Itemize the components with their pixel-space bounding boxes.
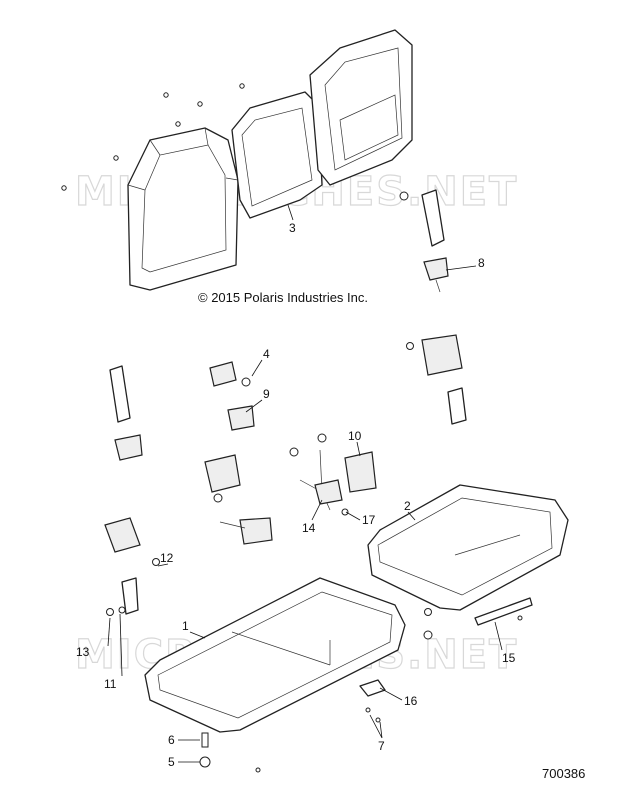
buckle-anchor-4 bbox=[209, 361, 251, 387]
mounting-bracket-16 bbox=[359, 679, 386, 697]
callout-7: 7 bbox=[378, 739, 385, 753]
hardware-5-6-7 bbox=[199, 608, 523, 773]
seat-cushion-left bbox=[144, 577, 406, 733]
leader-lines bbox=[107, 204, 503, 763]
callout-11: 11 bbox=[104, 677, 117, 691]
callout-6: 6 bbox=[168, 733, 175, 747]
callout-2: 2 bbox=[404, 499, 411, 513]
callout-3: 3 bbox=[289, 221, 296, 235]
copyright-notice: © 2015 Polaris Industries Inc. bbox=[198, 290, 368, 305]
callout-10: 10 bbox=[348, 429, 362, 443]
buckle-9 bbox=[227, 405, 255, 431]
callout-5: 5 bbox=[168, 755, 175, 769]
anchor-bracket-left bbox=[106, 558, 160, 616]
buckle-harness bbox=[289, 433, 377, 516]
seat-back-assembly bbox=[61, 29, 413, 291]
callout-4: 4 bbox=[263, 347, 270, 361]
callout-9: 9 bbox=[263, 387, 270, 401]
callout-13: 13 bbox=[76, 645, 90, 659]
mounting-bracket-15 bbox=[474, 597, 533, 626]
seat-belt-latch-upper bbox=[399, 189, 449, 293]
callout-16: 16 bbox=[404, 694, 418, 708]
seat-belt-retractor-right bbox=[406, 334, 467, 425]
seat-cushion-right bbox=[367, 484, 569, 611]
callout-15: 15 bbox=[502, 651, 516, 665]
seat-belt-retractor-center bbox=[204, 454, 273, 545]
callout-17: 17 bbox=[362, 513, 376, 527]
seat-belt-retractor-left bbox=[104, 365, 143, 553]
document-number: 700386 bbox=[542, 766, 585, 781]
callout-8: 8 bbox=[478, 256, 485, 270]
callout-14: 14 bbox=[302, 521, 316, 535]
callout-12: 12 bbox=[160, 551, 174, 565]
callout-1: 1 bbox=[182, 619, 189, 633]
